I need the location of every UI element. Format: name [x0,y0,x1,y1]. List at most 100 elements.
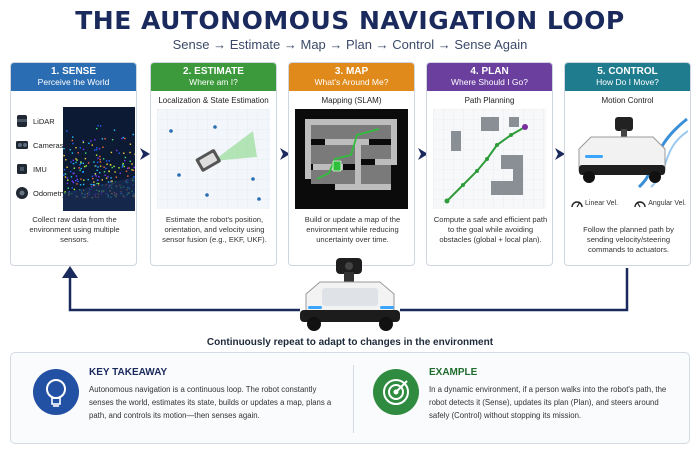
flow-arrow-icon [555,148,565,160]
point-cloud-dot [99,161,102,163]
point-cloud-dot [106,163,108,165]
point-cloud-dot [133,176,135,178]
point-cloud-dot [101,138,104,140]
sensor-label: Odometry [33,188,66,198]
step-header-estimate: 2. ESTIMATE Where am I? [151,63,276,91]
point-cloud-dot [93,181,95,183]
point-cloud-dot [66,177,69,179]
point-cloud-dot [132,133,134,136]
point-cloud-dot [66,130,68,132]
point-cloud-dot [75,180,77,182]
point-cloud-dot [71,180,73,182]
point-cloud-dot [134,153,135,155]
point-cloud-dot [72,162,75,165]
point-cloud-dot [118,167,120,169]
point-cloud-dot [82,140,84,142]
takeaway-badge [33,369,79,415]
step-number: 2. ESTIMATE [183,66,244,77]
point-cloud-dot [64,191,66,193]
step-question: Perceive the World [37,77,110,87]
step-description: Build or update a map of the environment… [304,215,401,244]
robot-motion-image [578,117,688,189]
step-question: Where am I? [189,77,238,87]
point-cloud-dot [119,172,121,174]
point-cloud-dot [113,129,116,131]
point-cloud-dot [80,162,82,164]
step-card-sense: 1. SENSE Perceive the World LiDAR Camera… [10,62,137,266]
target-icon [383,379,409,405]
example-text: In a dynamic environment, if a person wa… [429,385,667,420]
point-cloud-dot [103,166,105,168]
point-cloud-dot [70,176,73,178]
path-planning-image [433,109,546,209]
point-cloud-dot [82,171,84,173]
point-cloud-dot [93,149,96,151]
point-cloud-dot [72,159,74,162]
example-badge [373,369,419,415]
point-cloud-dot [70,161,72,163]
point-cloud-dot [71,152,74,154]
point-cloud-dot [97,166,99,168]
point-cloud-dot [88,142,90,144]
step-header-plan: 4. PLAN Where Should I Go? [427,63,552,91]
point-cloud-dot [99,155,101,158]
flow-arrow-icon [418,148,428,160]
point-cloud-dot [72,172,74,175]
point-cloud-dot [123,152,125,154]
wheel-icon [16,187,28,199]
point-cloud-dot [132,169,135,171]
point-cloud-dot [95,154,98,156]
point-cloud-dot [111,139,114,141]
step-subtitle: Localization & State Estimation [158,96,269,105]
sensor-label: LiDAR [33,116,55,126]
step-card-map: 3. MAP What's Around Me? Mapping (SLAM) … [288,62,415,266]
lidar-icon [17,115,27,127]
point-cloud-dot [75,175,78,177]
point-cloud-dot [65,159,67,161]
point-cloud-dot [82,141,85,144]
step-header-map: 3. MAP What's Around Me? [289,63,414,91]
point-cloud-dot [63,148,65,150]
point-cloud-image [63,107,135,211]
step-description: Collect raw data from the environment us… [29,215,120,244]
example-title: EXAMPLE [429,367,478,378]
info-panel: KEY TAKEAWAY Autonomous navigation is a … [10,352,690,444]
point-cloud-dot [96,169,98,171]
point-cloud-dot [80,167,82,170]
point-cloud-dot [76,183,78,185]
point-cloud-dot [133,166,135,169]
point-cloud-dot [72,181,74,183]
point-cloud-dot [87,162,90,164]
point-cloud-dot [93,183,95,186]
point-cloud-dot [66,182,69,185]
point-cloud-dot [83,179,85,181]
flow-arrow-icon [140,148,150,160]
point-cloud-dot [99,165,102,167]
point-cloud-dot [122,162,124,165]
step-question: How Do I Move? [596,77,659,87]
point-cloud-dot [73,188,76,191]
robot-icon [300,258,400,331]
slam-map-image [295,109,408,209]
point-cloud-dot [71,139,73,142]
point-cloud-dot [79,169,81,172]
point-cloud-dot [85,165,87,167]
page-title: THE AUTONOMOUS NAVIGATION LOOP [75,6,625,35]
loop-back-arrow [62,266,629,312]
step-question: What's Around Me? [314,77,389,87]
point-cloud-dot [96,127,98,130]
point-cloud-dot [100,125,102,127]
point-cloud-dot [127,175,129,177]
step-card-estimate: 2. ESTIMATE Where am I? Localization & S… [150,62,277,266]
page-subtitle: Sense → Estimate → Map → Plan → Control … [172,37,528,52]
point-cloud-dot [90,183,92,186]
point-cloud-dot [93,184,96,186]
point-cloud-dot [64,176,67,178]
point-cloud-dot [67,179,69,181]
point-cloud-dot [97,179,99,181]
point-cloud-dot [98,176,100,178]
point-cloud-dot [108,160,110,162]
takeaway-text: Autonomous navigation is a continuous lo… [89,385,332,420]
point-cloud-dot [125,170,128,172]
point-cloud-dot [94,173,97,175]
